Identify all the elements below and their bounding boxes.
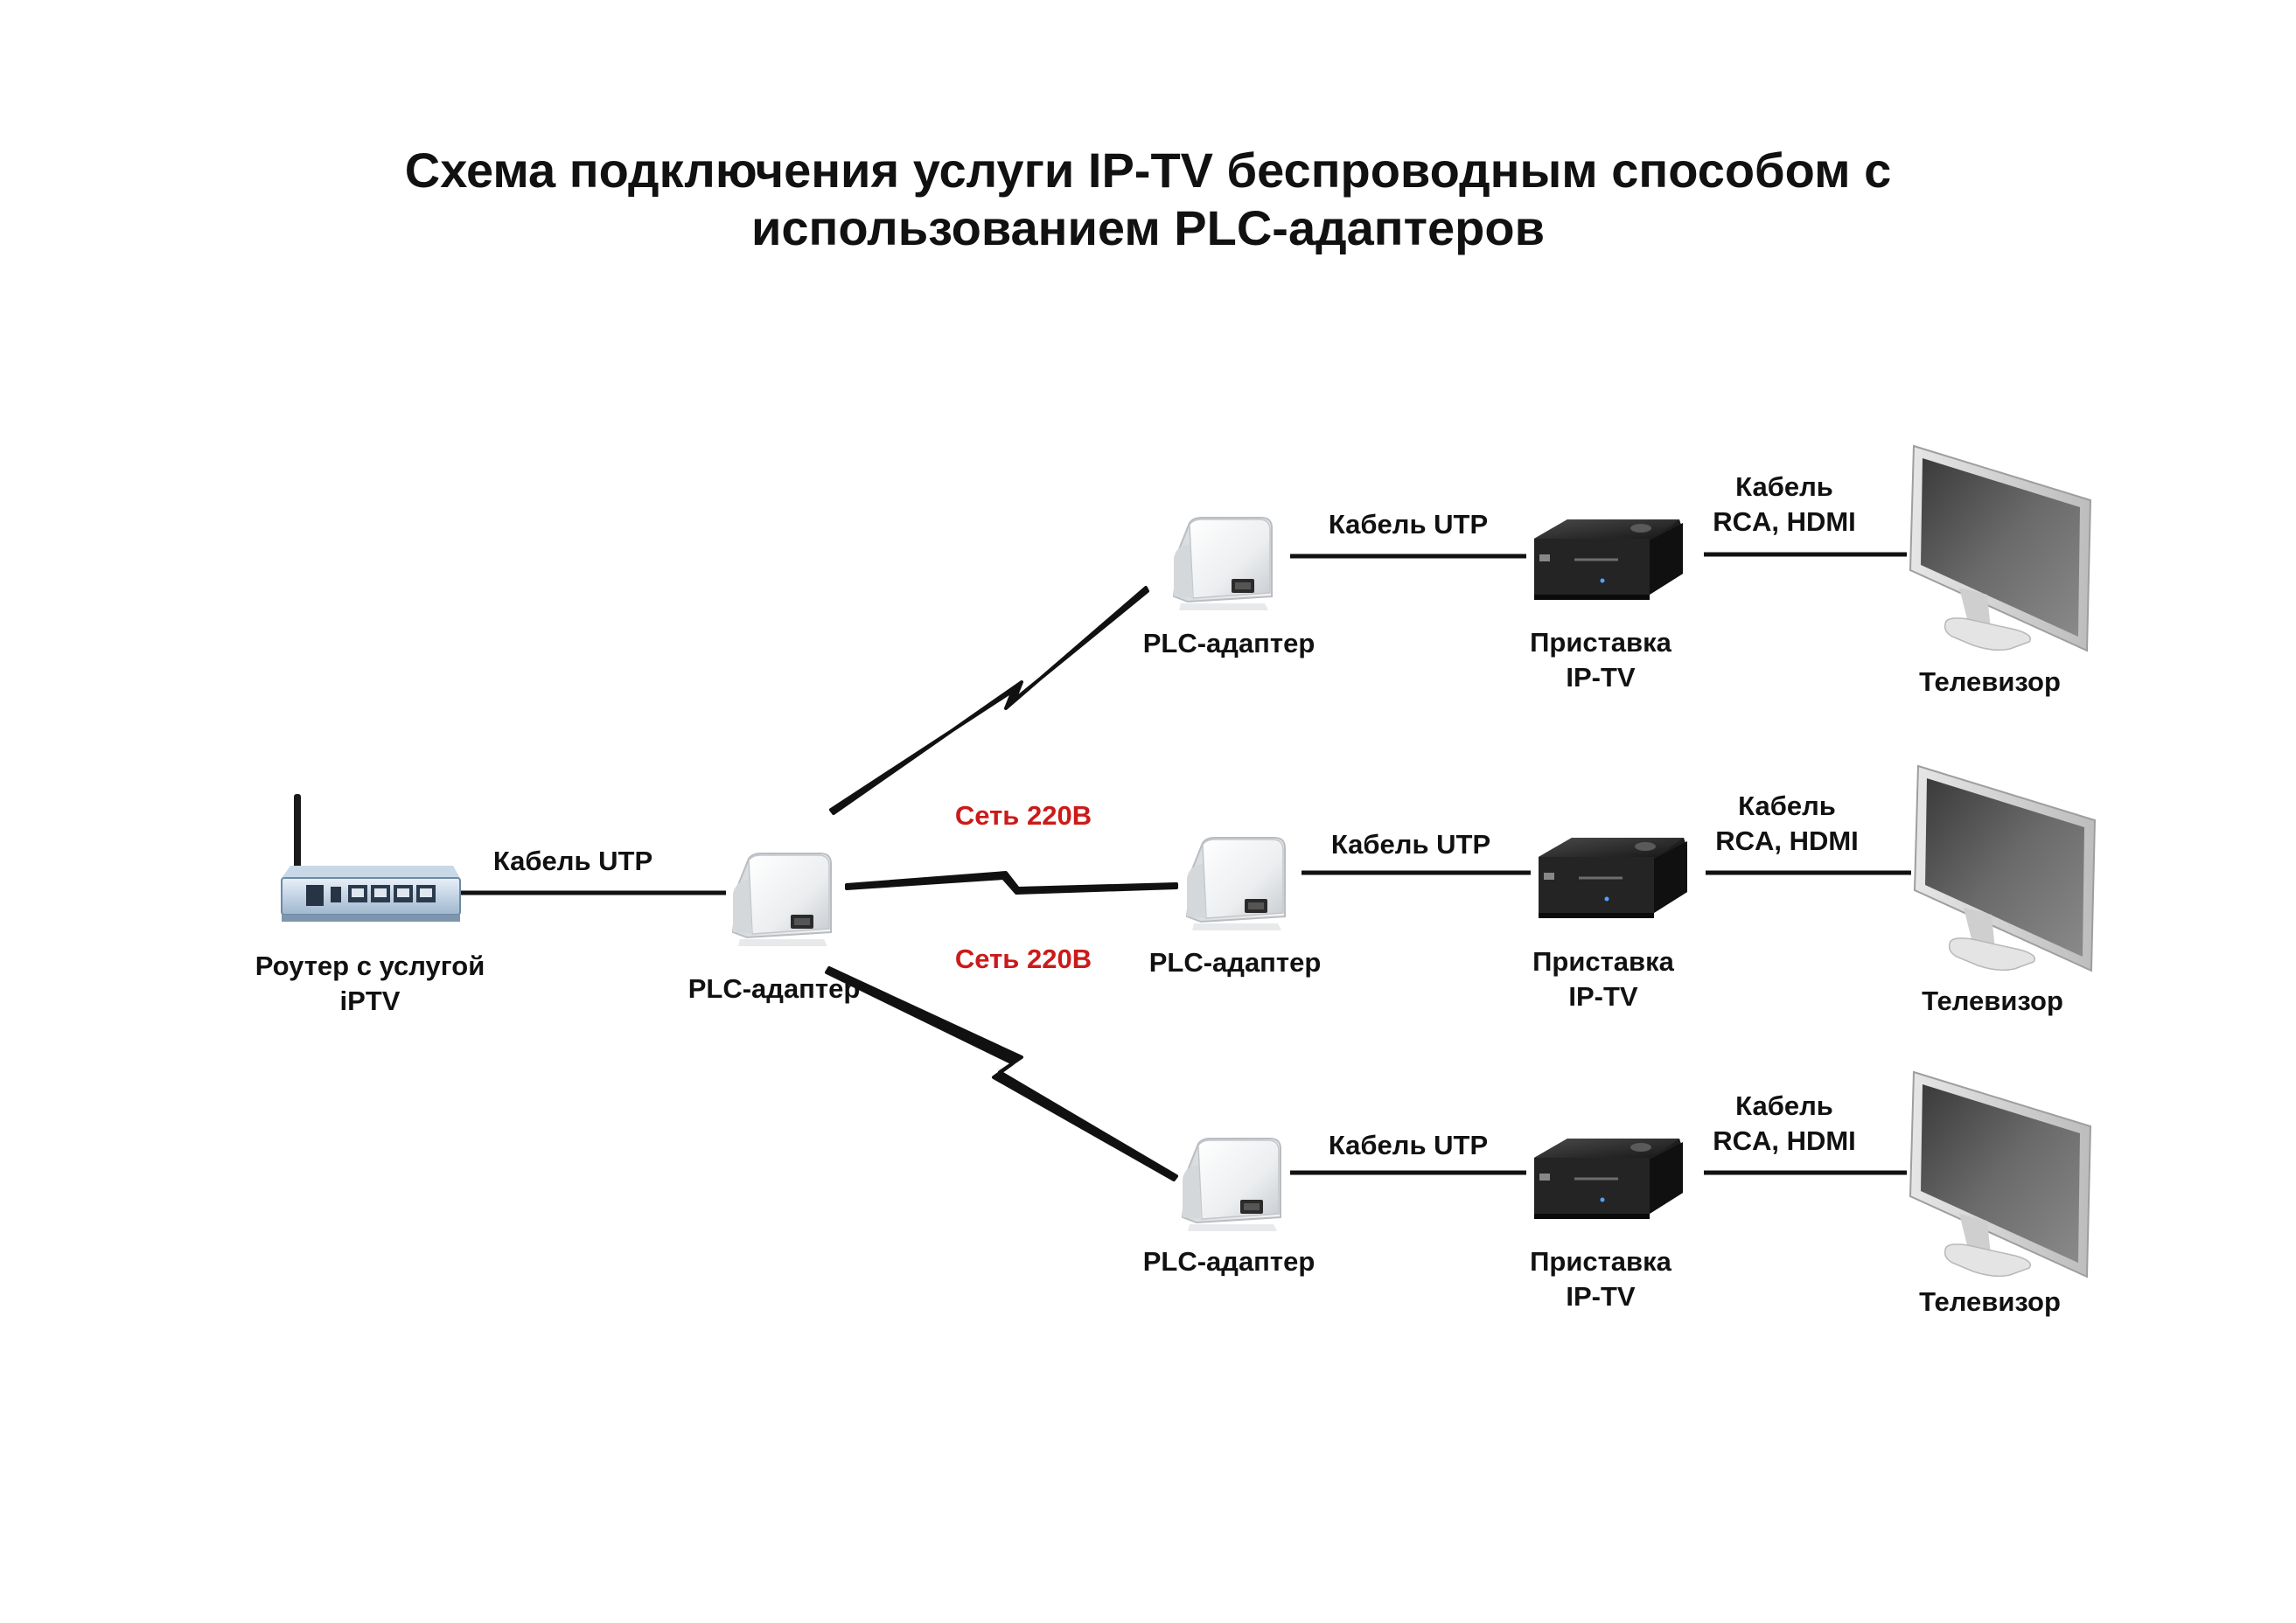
tv-device-2 xyxy=(1914,765,2096,972)
router-label-line-1: Роутер с услугой xyxy=(255,951,485,981)
branch-2-stb-label-line-1: Приставка xyxy=(1532,946,1674,977)
plc-adapter-device-1 xyxy=(1173,517,1273,611)
branch-1-av-cable-line-1: Кабель xyxy=(1735,471,1833,502)
stb-device-1 xyxy=(1532,518,1685,602)
branch-2-tv-label: Телевизор xyxy=(1922,986,2063,1016)
stb-device-3 xyxy=(1532,1137,1685,1221)
branch-1-av-cable-line-2: RCA, HDMI xyxy=(1713,506,1856,537)
router-cable-label: Кабель UTP xyxy=(492,846,653,876)
branch-1-stb-label-line-2: IP-TV xyxy=(1566,662,1636,693)
stb-device-2 xyxy=(1537,836,1689,920)
tv-device-3 xyxy=(1909,1071,2091,1278)
branch-3-tv-label: Телевизор xyxy=(1919,1286,2061,1317)
power-network-label-lower: Сеть 220В xyxy=(954,944,1092,974)
branch-3-av-cable-line-2: RCA, HDMI xyxy=(1713,1125,1856,1156)
branch-3-av-cable-line-1: Кабель xyxy=(1735,1090,1833,1121)
branch-1-av-cable-label: Кабель RCA, HDMI xyxy=(1697,470,1872,540)
router-label: Роутер с услугой iPTV xyxy=(226,949,514,1019)
title-line-1: Схема подключения услуги IP-TV беспровод… xyxy=(404,143,1892,198)
powerline-link-2 xyxy=(845,871,1178,895)
branch-3-utp-label: Кабель UTP xyxy=(1328,1130,1489,1160)
page-title: Схема подключения услуги IP-TV беспровод… xyxy=(0,142,2296,257)
cables xyxy=(446,552,1911,1175)
branch-2-av-cable-line-2: RCA, HDMI xyxy=(1715,825,1859,856)
branch-3-stb-label: Приставка IP-TV xyxy=(1509,1244,1692,1314)
branch-2-stb-label: Приставка IP-TV xyxy=(1511,944,1695,1014)
powerline-link-1 xyxy=(829,586,1149,815)
branch-3-av-cable-label: Кабель RCA, HDMI xyxy=(1697,1089,1872,1159)
branch-1-utp-label: Кабель UTP xyxy=(1328,509,1489,540)
branch-1-stb-label-line-1: Приставка xyxy=(1530,627,1671,658)
power-network-label-upper: Сеть 220В xyxy=(954,800,1092,831)
branch-3-adapter-label: PLC-адаптер xyxy=(1142,1246,1315,1277)
branch-2-stb-label-line-2: IP-TV xyxy=(1568,981,1638,1012)
branch-2-utp-label: Кабель UTP xyxy=(1330,829,1491,860)
branch-2-av-cable-label: Кабель RCA, HDMI xyxy=(1699,789,1874,859)
branch-1-adapter-label: PLC-адаптер xyxy=(1142,628,1315,658)
main-plc-adapter-label: PLC-адаптер xyxy=(687,973,861,1004)
branch-3-stb-label-line-2: IP-TV xyxy=(1566,1281,1636,1312)
plc-adapter-device-3 xyxy=(1182,1138,1281,1232)
plc-adapter-device-2 xyxy=(1186,837,1286,931)
router-device xyxy=(281,793,461,923)
branch-1-stb-label: Приставка IP-TV xyxy=(1509,625,1692,695)
powerline-link-3 xyxy=(825,966,1178,1181)
router-label-line-2: iPTV xyxy=(339,986,401,1016)
branch-2-av-cable-line-1: Кабель xyxy=(1738,791,1836,821)
tv-device-1 xyxy=(1909,445,2091,651)
title-line-2: использованием PLC-адаптеров xyxy=(750,200,1546,255)
branch-3-stb-label-line-1: Приставка xyxy=(1530,1246,1671,1277)
branch-2-adapter-label: PLC-адаптер xyxy=(1148,947,1322,978)
main-plc-adapter-device xyxy=(732,853,832,947)
branch-1-tv-label: Телевизор xyxy=(1919,666,2061,697)
powerline-links xyxy=(825,586,1178,1181)
